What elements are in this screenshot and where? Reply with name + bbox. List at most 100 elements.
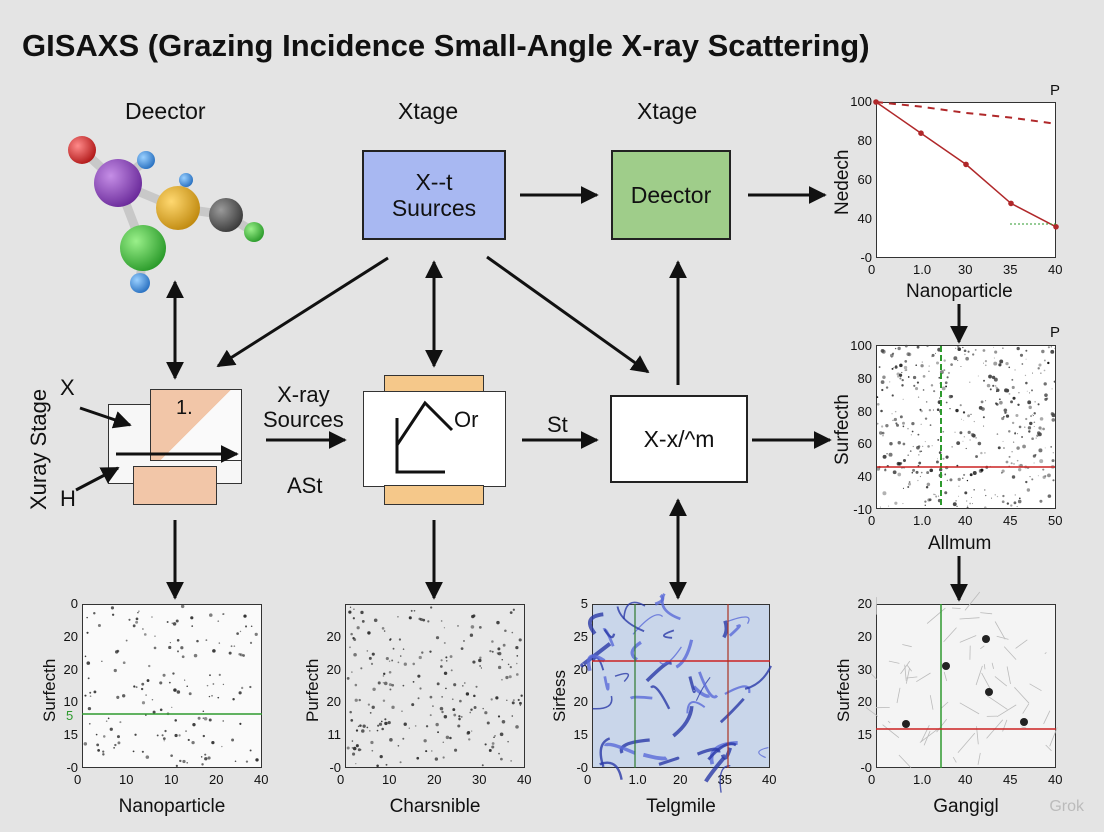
panel-speck bbox=[107, 717, 110, 720]
bottom-panel-x-tick-label: 20 bbox=[209, 772, 224, 787]
panel-speck bbox=[372, 687, 376, 692]
panel-speck bbox=[399, 655, 402, 657]
micrograph-speck bbox=[915, 364, 918, 367]
bottom-panel-y-tick-label: 25 bbox=[573, 628, 588, 644]
panel-speck bbox=[111, 613, 115, 616]
micrograph-speck bbox=[928, 408, 932, 412]
panel-speck bbox=[191, 740, 195, 745]
micrograph-speck bbox=[996, 495, 999, 498]
xray-to-stage-arrow bbox=[216, 256, 389, 368]
panel-speck bbox=[96, 743, 100, 747]
panel-crack bbox=[1003, 646, 1017, 660]
diagram-title: GISAXS (Grazing Incidence Small-Angle X-… bbox=[22, 28, 870, 63]
panel-speck bbox=[412, 662, 415, 666]
micrograph-speck bbox=[881, 431, 885, 435]
panel-speck bbox=[176, 650, 179, 653]
panel-speck bbox=[367, 703, 371, 706]
micrograph-speck bbox=[945, 455, 949, 459]
panel-vein bbox=[724, 685, 751, 695]
micrograph-speck bbox=[885, 423, 889, 428]
micrograph-speck bbox=[907, 454, 910, 457]
bottom-panel-y-tick-label: -0 bbox=[329, 760, 341, 775]
panel-speck bbox=[516, 662, 518, 665]
micrograph-speck bbox=[1031, 478, 1034, 481]
panel-speck bbox=[119, 721, 122, 724]
panel-crack bbox=[902, 644, 912, 648]
panel-speck bbox=[515, 725, 519, 729]
micrograph-speck bbox=[1033, 425, 1035, 427]
micrograph-speck bbox=[1001, 469, 1005, 473]
panel-speck bbox=[355, 744, 359, 748]
panel-speck bbox=[209, 674, 211, 677]
panel-speck bbox=[429, 695, 433, 699]
micrograph-speck bbox=[1038, 448, 1043, 453]
micrograph-speck bbox=[904, 360, 908, 363]
panel-speck bbox=[440, 659, 443, 662]
panel-speck bbox=[352, 617, 355, 620]
panel-crack bbox=[952, 756, 957, 763]
panel-crack bbox=[929, 695, 934, 710]
micrograph-speck bbox=[1028, 405, 1032, 410]
panel-speck bbox=[151, 616, 153, 618]
micrograph-speck bbox=[1050, 412, 1055, 416]
detector-column-header: Xtage bbox=[637, 98, 698, 124]
panel-speck bbox=[460, 715, 463, 718]
micrograph-speck bbox=[909, 450, 912, 452]
panel-speck bbox=[470, 625, 475, 629]
panel-crack bbox=[975, 665, 983, 686]
panel-speck bbox=[349, 710, 352, 714]
panel-speck bbox=[169, 642, 172, 644]
bottom-panel-x-tick-label: 40 bbox=[958, 772, 973, 787]
panel-speck bbox=[397, 661, 400, 664]
micrograph-speck bbox=[982, 416, 985, 419]
panel-speck bbox=[242, 654, 245, 657]
panel-speck bbox=[162, 673, 166, 677]
micrograph-speck bbox=[927, 445, 930, 448]
micrograph-speck bbox=[1047, 494, 1052, 498]
bottom-panel-y-tick-label: 20 bbox=[326, 661, 341, 677]
micrograph-speck bbox=[902, 442, 906, 446]
panel-speck bbox=[475, 685, 478, 688]
panel-speck bbox=[518, 638, 522, 642]
panel-speck bbox=[197, 716, 201, 720]
panel-speck bbox=[515, 645, 519, 650]
panel-speck bbox=[89, 695, 92, 697]
bottom-panel-y-tick-label: 20 bbox=[63, 628, 78, 644]
micrograph-speck bbox=[994, 385, 997, 387]
micrograph-speck bbox=[1043, 369, 1046, 372]
micrograph-speck bbox=[959, 431, 963, 435]
panel-speck bbox=[436, 682, 440, 686]
panel-speck bbox=[140, 687, 144, 691]
panel-vein bbox=[695, 676, 711, 701]
panel-vein bbox=[616, 606, 645, 633]
micrograph-speck bbox=[958, 485, 960, 487]
panel-crack bbox=[905, 667, 910, 684]
micrograph-speck bbox=[980, 400, 984, 404]
mid-chart-x-tick-label: 40 bbox=[958, 513, 973, 528]
panel-speck bbox=[204, 757, 208, 761]
panel-speck bbox=[184, 679, 186, 681]
micrograph-speck bbox=[905, 369, 908, 371]
panel-speck bbox=[166, 621, 169, 623]
micrograph-speck bbox=[956, 359, 959, 362]
micrograph-speck bbox=[917, 479, 919, 482]
micrograph-speck bbox=[963, 349, 967, 353]
panel-speck bbox=[457, 724, 461, 728]
panel-speck bbox=[494, 735, 496, 737]
micrograph-speck bbox=[1044, 397, 1048, 401]
panel-speck bbox=[516, 655, 519, 657]
micrograph-speck bbox=[894, 410, 897, 413]
panel-speck bbox=[403, 662, 407, 666]
panel-speck bbox=[425, 725, 429, 728]
micrograph-speck bbox=[928, 365, 930, 367]
bottom-panel-marker: 5 bbox=[66, 708, 74, 723]
panel-speck bbox=[451, 698, 454, 701]
panel-speck bbox=[387, 721, 391, 725]
panel-speck bbox=[148, 664, 151, 668]
bottom-panel-x-tick-label: 1.0 bbox=[913, 772, 932, 787]
bottom-panel-y-tick-label: 11 bbox=[327, 727, 342, 743]
micrograph-speck bbox=[993, 346, 994, 348]
micrograph-speck bbox=[1003, 415, 1005, 418]
